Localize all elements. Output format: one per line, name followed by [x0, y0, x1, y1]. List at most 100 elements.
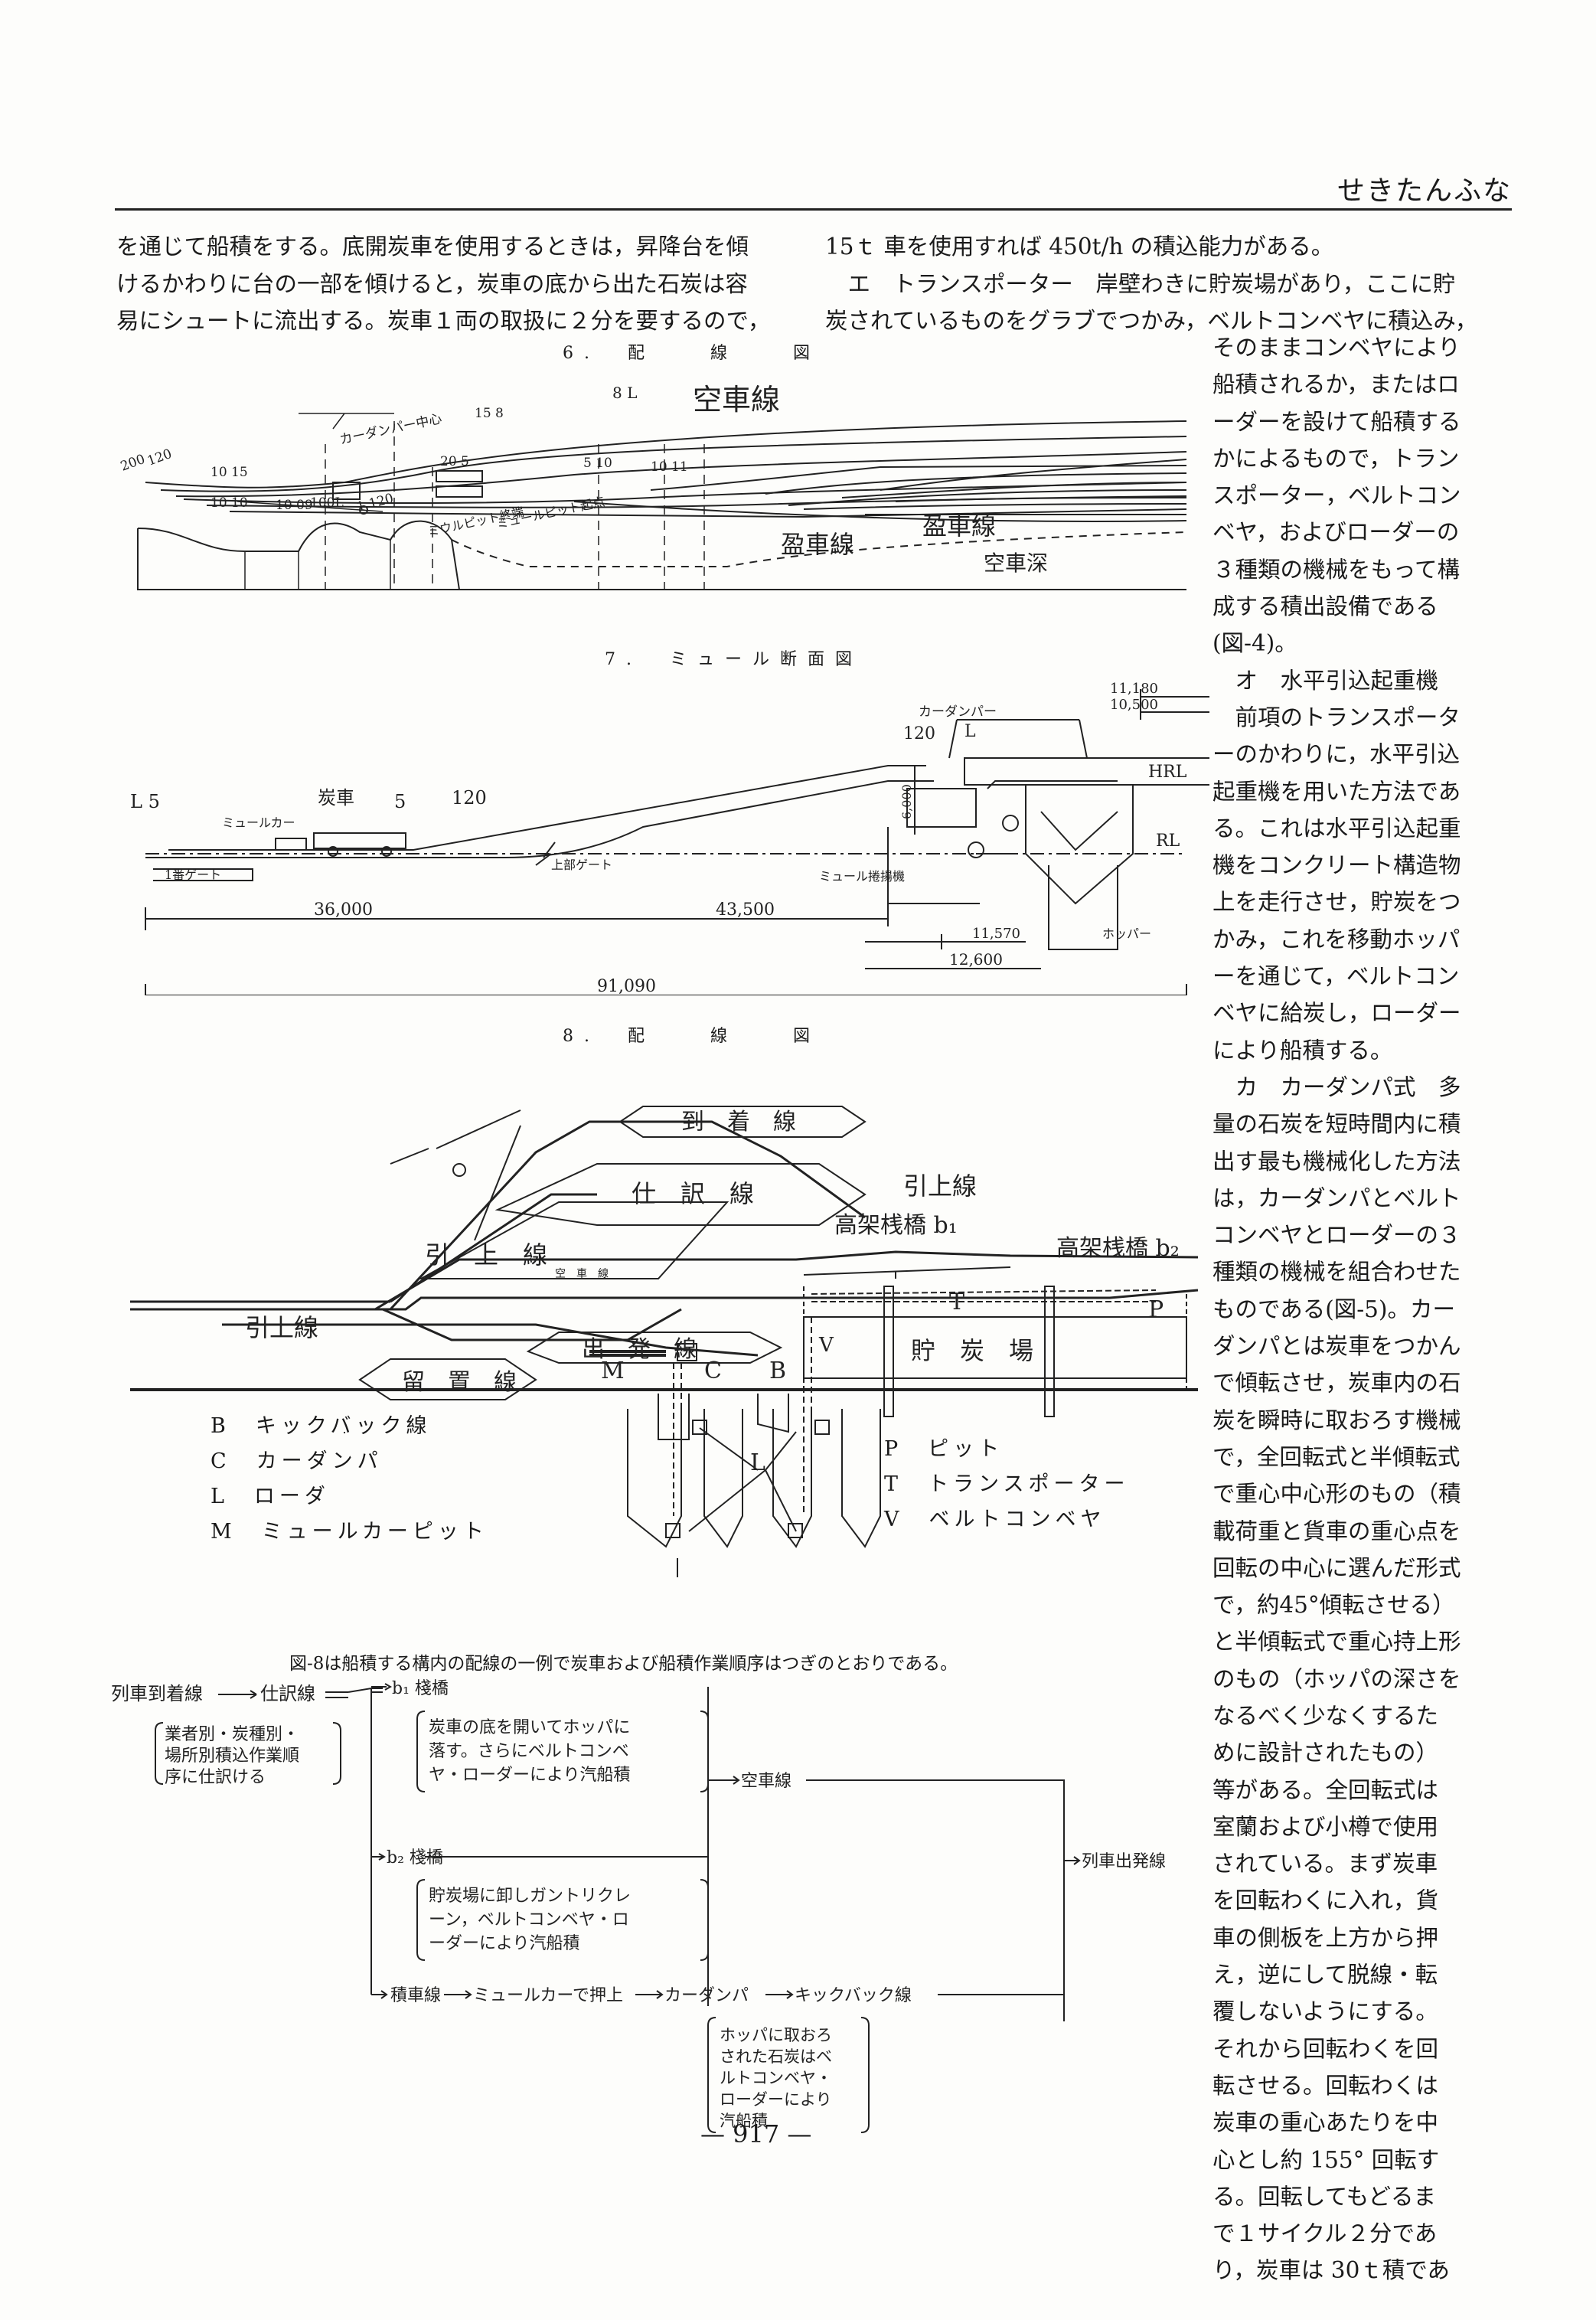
label: 120 — [145, 446, 174, 469]
label: 炭車 — [318, 787, 354, 809]
text-line: と半傾転式で重心持上形 — [1213, 1629, 1461, 1655]
text-line: で，約45°傾転させる） — [1213, 1592, 1455, 1619]
text-line: 転させる。回転わくは — [1213, 2072, 1439, 2099]
text-line: る。これは水平引込起重 — [1213, 815, 1461, 841]
label: 上部ゲート — [551, 858, 612, 872]
label: 到 着 線 — [681, 1109, 796, 1135]
fig8-legend-left: B キックバック線 C カーダンパ L ローダ M ミュールカーピット — [211, 1409, 488, 1550]
note-line: ホッパに取おろ — [720, 2026, 832, 2044]
text-line: それから回転わくを回 — [1213, 2035, 1439, 2062]
flow-sorting: 仕訳線 — [260, 1683, 315, 1704]
label: 貯 炭 場 — [911, 1336, 1033, 1365]
fig8-diagram: 到 着 線 仕 訳 線 引上線 引 上 線 空 車 線 高架桟橋 b₁ 高架桟橋… — [130, 1106, 1199, 1577]
note-line: 汽船積 — [720, 2112, 768, 2130]
note-line: ーダーにより汽船積 — [429, 1934, 580, 1953]
text-line: で傾転させ，炭車内の石 — [1213, 1370, 1461, 1397]
label: 空車線 — [693, 383, 780, 417]
text-line: ものである(図-5)。カー — [1213, 1296, 1455, 1322]
text-line: 船積されるか，またはロ — [1213, 371, 1460, 398]
legend-item: C カーダンパ — [211, 1449, 383, 1473]
flow-push-up: ミュールカーで押上 — [473, 1986, 623, 2005]
label: 盈車線 — [781, 530, 854, 559]
text-line: ーダーを設けて船積する — [1213, 408, 1461, 435]
text-line: 成する積出設備である — [1213, 593, 1438, 620]
text-line: かによるもので，トラン — [1213, 445, 1460, 472]
body-top-left: を通じて船積をする。底開炭車を使用するときは，昇降台を傾 けるかわりに台の一部を… — [116, 228, 770, 340]
label: 120 — [452, 787, 487, 809]
note-line: 場所別積込作業順 — [165, 1747, 299, 1766]
label: 高架桟橋 b₂ — [1056, 1235, 1180, 1262]
fig8-caption: 8. 配 線 図 — [563, 1027, 821, 1046]
flow-b2: b₂ 棧橋 — [387, 1848, 443, 1867]
label: 12,600 — [949, 950, 1003, 969]
text-line: 出す最も機械化した方法 — [1213, 1148, 1461, 1175]
label: 11,180 — [1110, 681, 1158, 697]
text-line: めに設計されたもの） — [1213, 1740, 1439, 1766]
page-number: — 917 — — [700, 2119, 812, 2148]
text-line: かみ，これを移動ホッパ — [1213, 926, 1461, 953]
label: HRL — [1148, 763, 1187, 782]
label: 空車深 — [984, 551, 1048, 576]
flow-diagram: 列車到着線 仕訳線 業者別・炭種別・ 場所別積込作業順 序に仕訳ける b₁ 棧橋… — [111, 1679, 1166, 2133]
label: 留 置 線 — [402, 1369, 517, 1396]
label: 引上線 — [903, 1171, 977, 1201]
text-line: 前項のトランスポータ — [1213, 704, 1461, 730]
label: 6,000 — [899, 784, 914, 819]
body-top-right: 15ｔ 車を使用すれば 450t/h の積込能力がある。 エ トランスポーター … — [825, 228, 1477, 340]
text-line: ーのかわりに，水平引込 — [1213, 741, 1461, 768]
label: 10 09 — [276, 498, 313, 513]
text-line: けるかわりに台の一部を傾けると，炭車の底から出た石炭は容 — [116, 270, 748, 297]
running-header: せきたんふな — [1337, 175, 1512, 207]
label: 10,500 — [1110, 697, 1158, 713]
fig7-diagram: カーダンパー 11,180 10,500 120 L HRL RL L 5 炭車… — [130, 681, 1209, 995]
text-line: エ トランスポーター 岸壁わきに貯炭場があり，ここに貯 — [825, 270, 1456, 297]
text-line: で１サイクル２分であ — [1213, 2220, 1438, 2247]
text-line: 炭車の重心あたりを中 — [1213, 2109, 1439, 2136]
note-line: 業者別・炭種別・ — [165, 1725, 299, 1744]
label: 5 10 — [583, 456, 612, 471]
label: 120 — [903, 724, 935, 743]
label: 100L — [310, 495, 344, 511]
fig8-legend-right: P ピット T トランスポーター V ベルトコンベヤ — [884, 1432, 1129, 1537]
flow-b1: b₁ 棧橋 — [392, 1679, 449, 1698]
legend-item: L ローダ — [211, 1485, 330, 1508]
text-line: カ カーダンパ式 多 — [1213, 1073, 1461, 1100]
note-line: ルトコンベヤ・ — [720, 2069, 832, 2087]
text-line: え，逆にして脱線・転 — [1213, 1962, 1438, 1988]
flow-intro: 図-8は船積する構内の配線の一例で炭車および船積作業順序はつぎのとおりである。 — [289, 1654, 958, 1674]
text-line: 起重機を用いた方法であ — [1213, 778, 1461, 805]
label: 1番ゲート — [165, 868, 221, 882]
text-line: 室蘭および小樽で使用 — [1213, 1813, 1439, 1840]
fig6-caption: 6. 配 線 図 — [563, 344, 821, 363]
note-line: ーン，ベルトコンベヤ・ロ — [429, 1910, 629, 1930]
note-line: された石炭はベ — [720, 2047, 832, 2066]
text-line: ３種類の機械をもって構 — [1213, 556, 1461, 583]
text-line: 覆しないようにする。 — [1213, 1998, 1438, 2025]
label: P — [1148, 1296, 1164, 1323]
text-line: なるべく少なくするた — [1213, 1702, 1439, 1729]
flow-loaded: 積車線 — [390, 1986, 441, 2005]
text-line: は，カーダンパとベルト — [1213, 1185, 1461, 1211]
text-line: で重心中心形のもの（積 — [1213, 1481, 1461, 1508]
label: 91,090 — [597, 977, 656, 995]
label: M — [601, 1358, 625, 1384]
text-line: オ 水平引込起重機 — [1213, 667, 1439, 694]
text-line: ーを通じて，ベルトコン — [1213, 963, 1460, 990]
legend-item: M ミュールカーピット — [211, 1520, 488, 1544]
label: 出 発 線 — [582, 1336, 697, 1363]
label: 仕 訳 線 — [632, 1179, 754, 1208]
header-rule — [115, 208, 1512, 211]
text-line: 心とし約 155° 回転す — [1213, 2146, 1440, 2173]
text-line: 等がある。全回転式は — [1213, 1776, 1439, 1803]
label: 盈車線 — [922, 511, 996, 541]
label: 20 5 — [440, 454, 469, 469]
label: 5 — [394, 791, 406, 812]
label: 引 上 線 — [425, 1240, 547, 1269]
label: 空 車 線 — [555, 1267, 609, 1280]
text-line: る。回転してもどるま — [1213, 2183, 1437, 2210]
flow-kickback: キックバック線 — [795, 1986, 912, 2005]
label: L 5 — [130, 791, 160, 812]
label: L — [964, 722, 976, 741]
text-line: 炭を瞬時に取おろす機械 — [1213, 1407, 1461, 1433]
note-line: 序に仕訳ける — [165, 1768, 266, 1787]
